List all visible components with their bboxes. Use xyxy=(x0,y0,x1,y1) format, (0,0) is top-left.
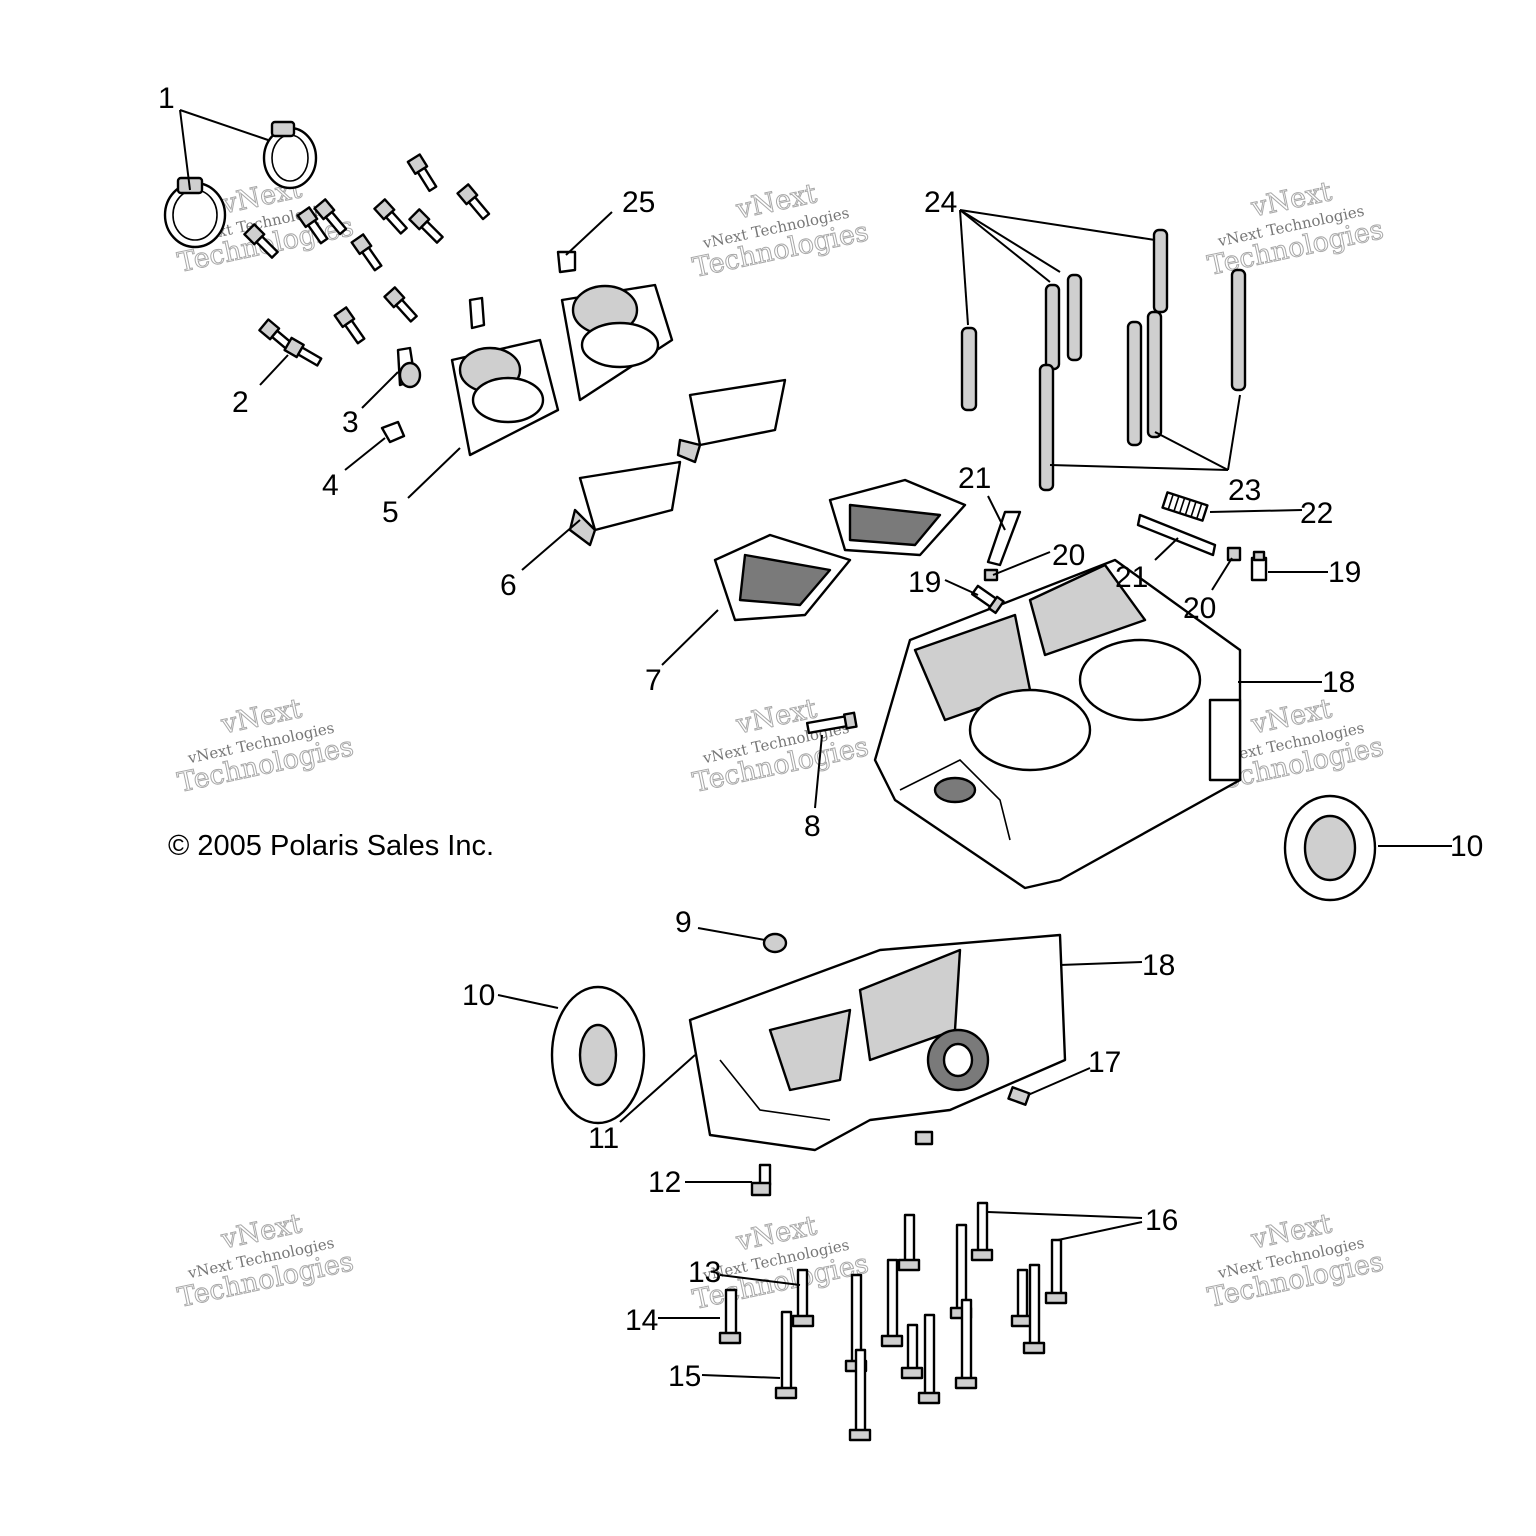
watermark-top-right: vNext vNext Technologies Technologies xyxy=(1204,176,1386,283)
callout-16: 16 xyxy=(1145,1204,1178,1237)
copyright-notice: © 2005 Polaris Sales Inc. xyxy=(168,830,494,862)
callout-25: 25 xyxy=(622,186,655,219)
callout-20-right: 20 xyxy=(1183,592,1216,625)
callout-8: 8 xyxy=(804,810,821,843)
fittings-drawing xyxy=(970,491,1268,615)
nut-drawing xyxy=(762,932,788,954)
callout-1: 1 xyxy=(158,82,175,115)
bolt-cluster-drawing xyxy=(243,153,491,367)
crank-seal-drawing xyxy=(550,794,1377,1125)
watermark-bottom-left: vNext vNext Technologies Technologies xyxy=(174,1208,356,1315)
callout-3: 3 xyxy=(342,406,359,439)
callout-10-right: 10 xyxy=(1450,830,1483,863)
reed-valve-drawing xyxy=(713,478,967,622)
bolt-12-drawing xyxy=(750,1163,772,1197)
leader-lines xyxy=(179,109,1452,1379)
callout-24: 24 xyxy=(924,186,957,219)
callout-12: 12 xyxy=(648,1166,681,1199)
hose-clamp-drawing xyxy=(163,120,318,249)
callout-9: 9 xyxy=(675,906,692,939)
callout-19-right: 19 xyxy=(1328,556,1361,589)
callout-14: 14 xyxy=(625,1304,658,1337)
callout-19-left: 19 xyxy=(908,566,941,599)
callout-4: 4 xyxy=(322,469,339,502)
plug-drawing xyxy=(914,1086,1031,1146)
intake-adapter-drawing xyxy=(450,283,674,457)
watermark-top-center: vNext vNext Technologies Technologies xyxy=(689,178,871,285)
crankcase-bolts-drawing xyxy=(718,1201,1068,1442)
callout-13: 13 xyxy=(688,1256,721,1289)
watermark-bottom-right: vNext vNext Technologies Technologies xyxy=(1204,1208,1386,1315)
callout-18-lower: 18 xyxy=(1142,949,1175,982)
callout-18-upper: 18 xyxy=(1322,666,1355,699)
watermark-mid-center: vNext vNext Technologies Technologies xyxy=(689,693,871,800)
watermark-mid-left: vNext vNext Technologies Technologies xyxy=(174,693,356,800)
callout-21-upper: 21 xyxy=(958,462,991,495)
callout-11: 11 xyxy=(588,1122,619,1155)
callout-23: 23 xyxy=(1228,474,1261,507)
pulse-fitting-drawing xyxy=(805,711,858,735)
callout-15: 15 xyxy=(668,1360,701,1393)
upper-crankcase-drawing xyxy=(873,558,1242,890)
callout-5: 5 xyxy=(382,496,399,529)
callout-6: 6 xyxy=(500,569,517,602)
lower-crankcase-drawing xyxy=(688,933,1067,1152)
callout-20-left: 20 xyxy=(1052,539,1085,572)
callout-10-left: 10 xyxy=(462,979,495,1012)
callout-17: 17 xyxy=(1088,1046,1121,1079)
callout-7: 7 xyxy=(645,664,662,697)
callout-21-lower: 21 xyxy=(1115,561,1148,594)
clip-drawing xyxy=(380,250,577,444)
callout-2: 2 xyxy=(232,386,249,419)
intake-boot-drawing xyxy=(568,378,787,547)
callout-22: 22 xyxy=(1300,497,1333,530)
dowel-pins-drawing xyxy=(960,228,1247,492)
callout-labels: 1 2 3 4 5 6 7 8 9 10 10 11 12 13 14 15 1… xyxy=(158,82,1483,1393)
